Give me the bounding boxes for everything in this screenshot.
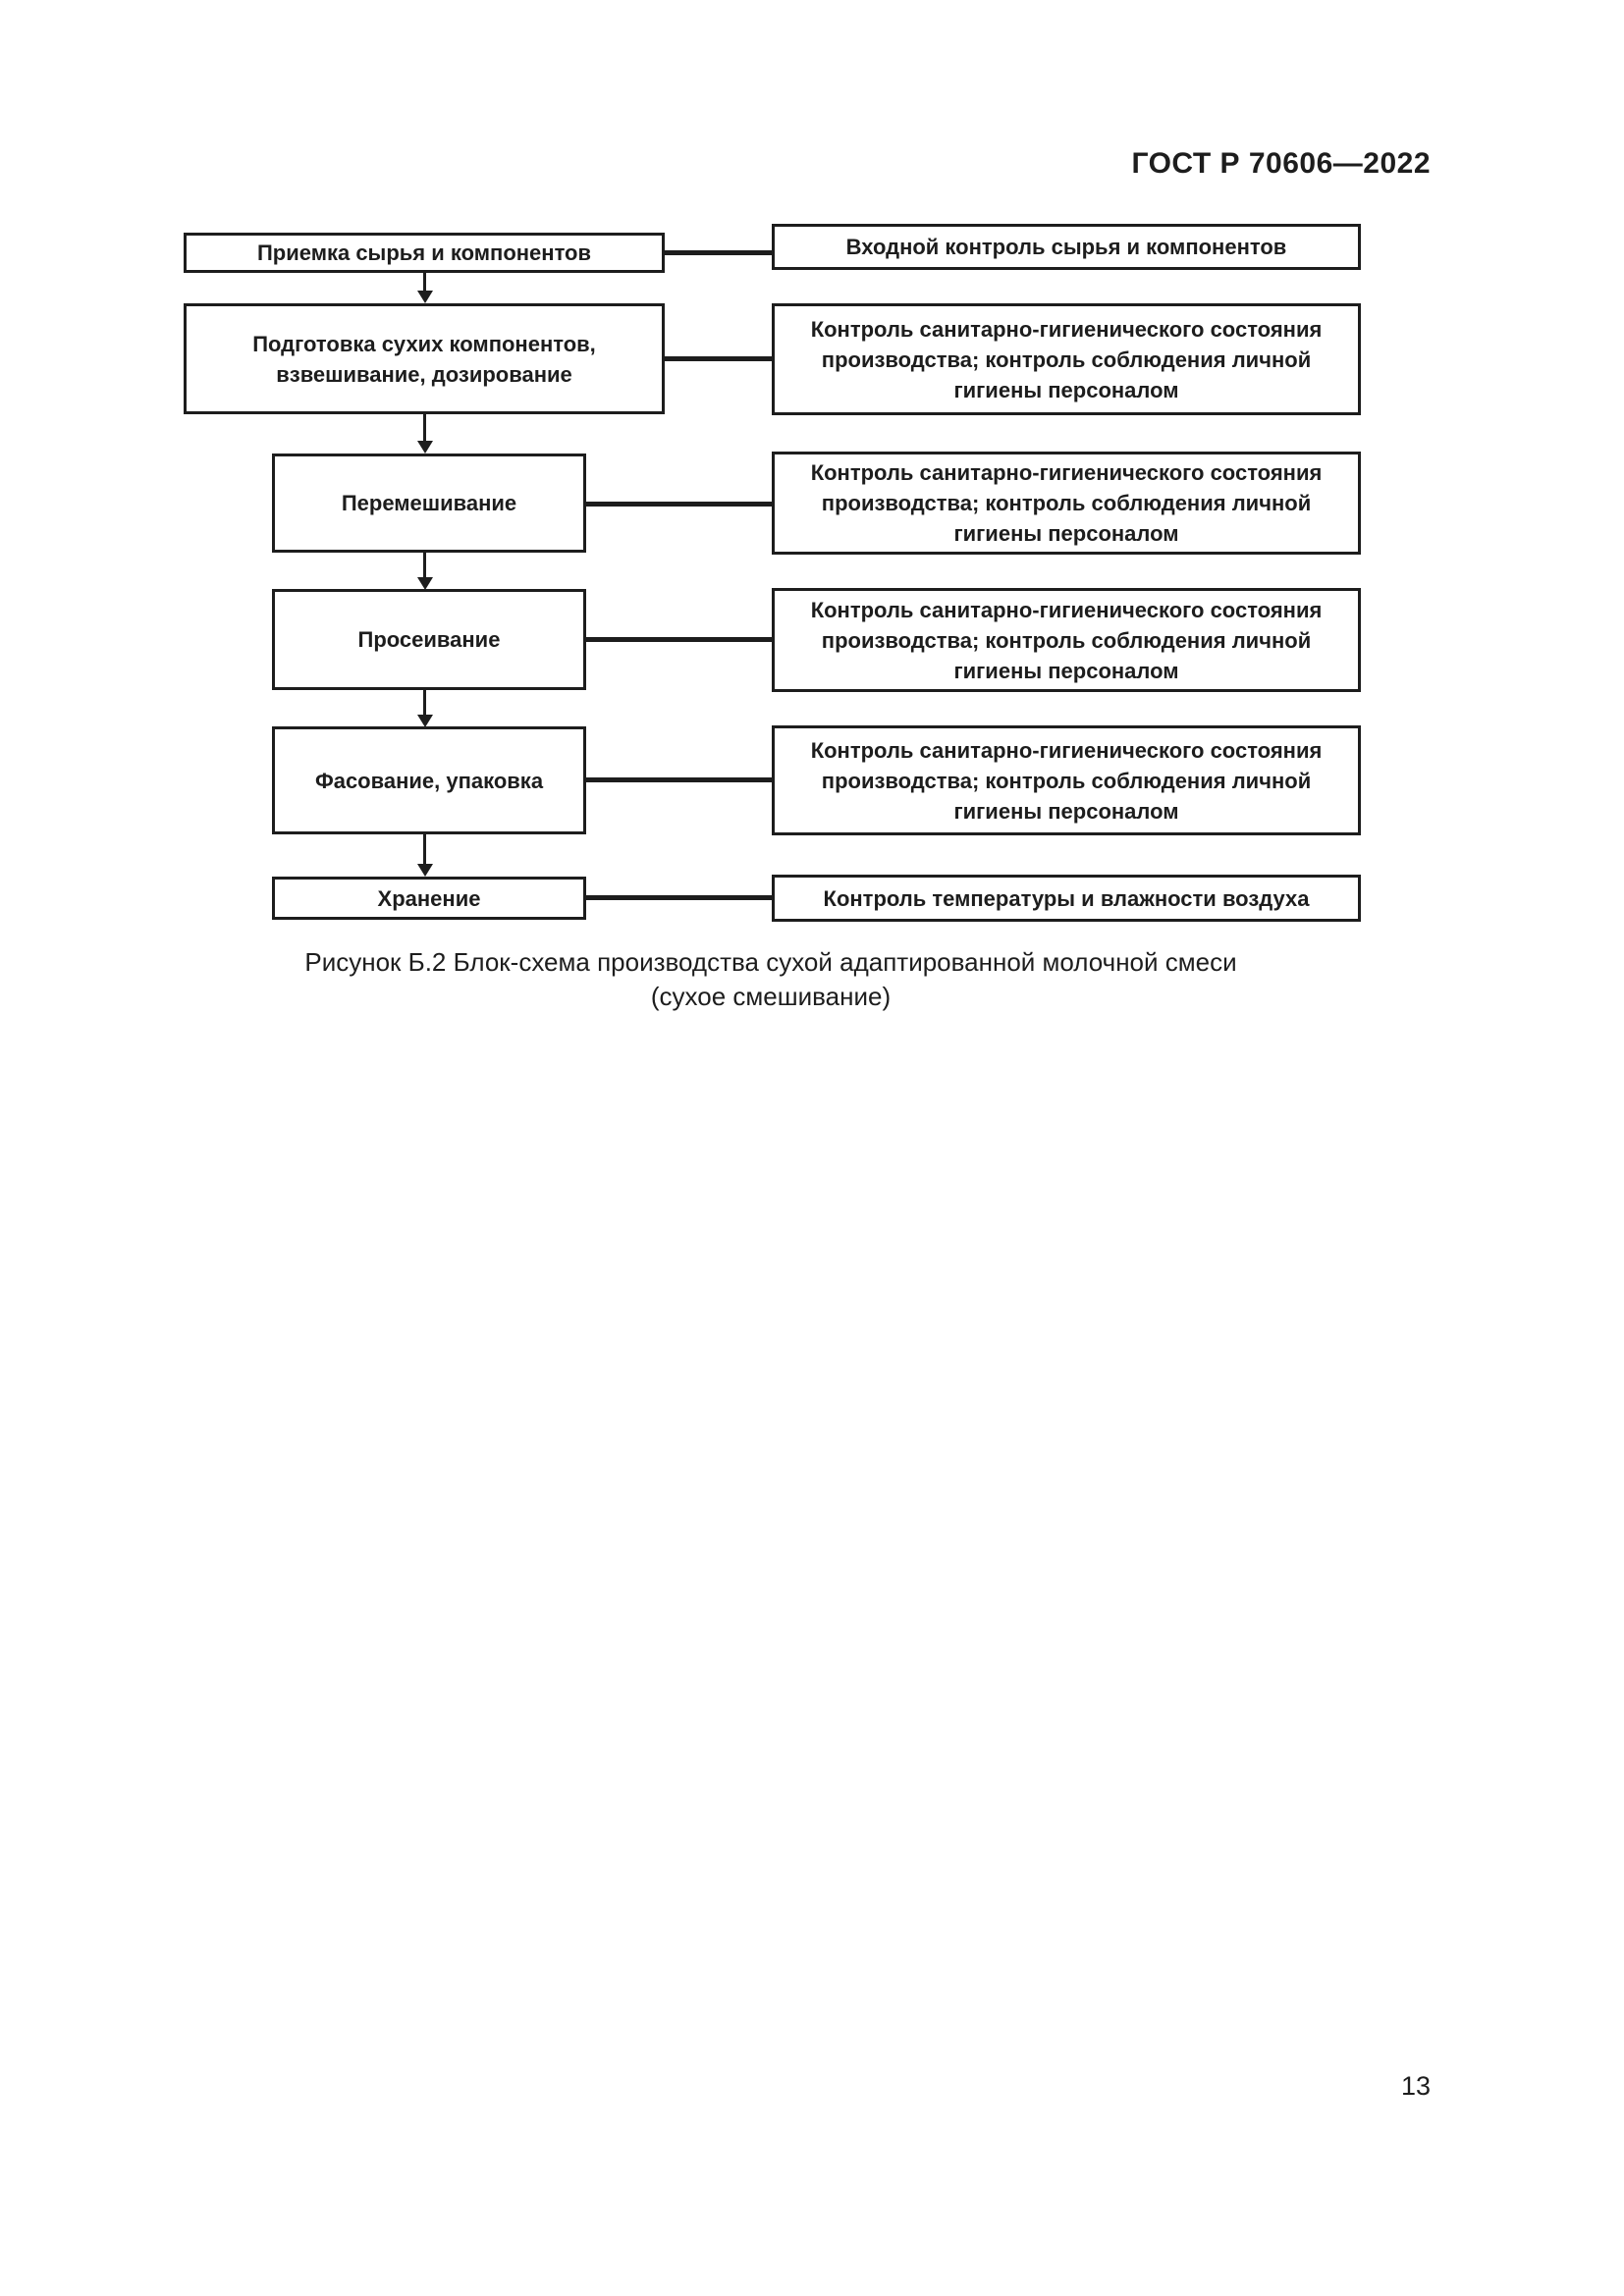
- climate-control-label: Контроль температуры и влажности воздуха: [823, 885, 1310, 911]
- incoming-control-label: Входной контроль сырья и компонентов: [845, 235, 1287, 259]
- sieving-box: Просеивание: [272, 589, 586, 690]
- mixing-label: Перемешивание: [341, 491, 517, 515]
- receiving-label: Приемка сырья и компонентов: [256, 240, 592, 265]
- connector-row6: [586, 895, 772, 900]
- preparation-box: Подготовка сухих компонентов, взвешивани…: [184, 303, 665, 414]
- sanitary-control-box-1: Контроль санитарно-гигиенического состоя…: [772, 303, 1361, 415]
- down-arrow-5-line: [423, 834, 426, 865]
- figure-caption-line1: Рисунок Б.2 Блок-схема производства сухо…: [304, 947, 1237, 977]
- connector-row2: [665, 356, 772, 361]
- preparation-label: Подготовка сухих компонентов, взвешивани…: [252, 331, 596, 387]
- storage-label: Хранение: [377, 885, 481, 911]
- sanitary-control-label-3: Контроль санитарно-гигиенического состоя…: [810, 597, 1323, 683]
- incoming-control-box: Входной контроль сырья и компонентов: [772, 224, 1361, 270]
- sanitary-control-box-2: Контроль санитарно-гигиенического состоя…: [772, 452, 1361, 555]
- page-header: ГОСТ Р 70606—2022: [1131, 147, 1431, 180]
- down-arrow-4-head: [417, 715, 433, 727]
- down-arrow-3-line: [423, 553, 426, 578]
- connector-row5: [586, 777, 772, 782]
- down-arrow-1-head: [417, 291, 433, 303]
- down-arrow-2-line: [423, 414, 426, 442]
- storage-box: Хранение: [272, 877, 586, 920]
- packaging-box: Фасование, упаковка: [272, 726, 586, 834]
- sanitary-control-box-4: Контроль санитарно-гигиенического состоя…: [772, 725, 1361, 835]
- receiving-box: Приемка сырья и компонентов: [184, 233, 665, 273]
- down-arrow-1-line: [423, 273, 426, 292]
- sanitary-control-label-1: Контроль санитарно-гигиенического состоя…: [810, 316, 1323, 402]
- sieving-label: Просеивание: [357, 627, 501, 652]
- connector-row4: [586, 637, 772, 642]
- figure-caption: Рисунок Б.2 Блок-схема производства сухо…: [177, 945, 1365, 1014]
- mixing-box: Перемешивание: [272, 454, 586, 553]
- connector-row1: [665, 250, 772, 255]
- packaging-label: Фасование, упаковка: [314, 768, 544, 793]
- sanitary-control-box-3: Контроль санитарно-гигиенического состоя…: [772, 588, 1361, 692]
- sanitary-control-label-2: Контроль санитарно-гигиенического состоя…: [810, 460, 1323, 546]
- figure-caption-line2: (сухое смешивание): [650, 982, 892, 1011]
- down-arrow-4-line: [423, 690, 426, 716]
- climate-control-box: Контроль температуры и влажности воздуха: [772, 875, 1361, 922]
- page-number: 13: [1400, 2071, 1431, 2101]
- down-arrow-5-head: [417, 864, 433, 877]
- connector-row3: [586, 502, 772, 507]
- down-arrow-2-head: [417, 441, 433, 454]
- down-arrow-3-head: [417, 577, 433, 590]
- sanitary-control-label-4: Контроль санитарно-гигиенического состоя…: [810, 737, 1323, 824]
